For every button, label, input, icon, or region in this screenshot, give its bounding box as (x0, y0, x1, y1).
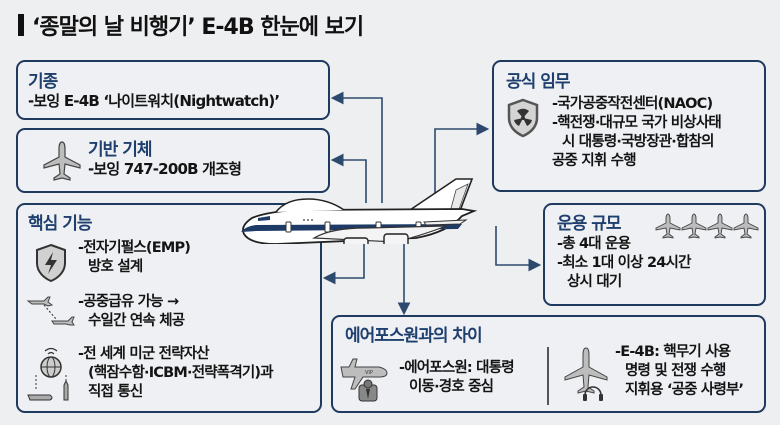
box-official-mission: 공식 임무 -국가공중작전센터(NAOC) -핵전쟁·대규모 국가 비상사태 시… (492, 60, 766, 192)
svg-text:VIP: VIP (365, 370, 373, 376)
global-communication-icon (27, 347, 69, 401)
page-title: ‘종말의 날 비행기’ E-4B 한눈에 보기 (18, 9, 364, 41)
official-mission-line-1: -국가공중작전센터(NAOC) (552, 96, 713, 112)
operation-scale-line-3: 상시 대기 (567, 274, 622, 290)
model-title: 기종 (28, 72, 58, 92)
airplane-icon (43, 141, 81, 181)
lightning-shield-icon (36, 243, 66, 283)
official-mission-line-4: 공중 지휘 수행 (552, 153, 637, 169)
title-marker (18, 14, 24, 36)
command-plane-icon (564, 347, 608, 401)
core-item-3-line-3: 직접 통신 (88, 384, 143, 400)
official-mission-line-3: 시 대통령·국방장관·합참의 (562, 134, 714, 150)
base-airframe-title: 기반 기체 (88, 140, 152, 160)
operation-scale-line-2: -최소 1대 이상 24시간 (557, 255, 691, 271)
four-airplanes-icon (655, 213, 759, 239)
core-item-1-line-2: 방호 설계 (88, 259, 143, 275)
core-item-2-line-1: -공중급유 가능 → (78, 294, 179, 310)
operation-scale-title: 운용 규모 (557, 214, 621, 234)
official-mission-title: 공식 임무 (506, 72, 570, 92)
e4b-airplane-illustration (241, 178, 478, 244)
core-item-3-line-2: (핵잠수함·ICBM·전략폭격기)과 (88, 365, 274, 381)
box-operation-scale: 운용 규모 -총 4대 운용 -최소 1대 이상 24시간 상시 대기 (543, 203, 766, 306)
difference-left-line-2: 이동·경호 중심 (409, 379, 494, 395)
difference-divider (547, 347, 549, 405)
difference-left-line-1: -에어포스원: 대통령 (399, 360, 515, 376)
difference-title: 에어포스원과의 차이 (345, 326, 483, 346)
base-airframe-line: -보잉 747-200B 개조형 (88, 160, 242, 178)
difference-right-line-1: -E-4B: 핵무기 사용 (615, 344, 731, 360)
aerial-refueling-icon (26, 296, 75, 326)
operation-scale-line-1: -총 4대 운용 (557, 236, 631, 252)
model-line: -보잉 E-4B ‘나이트워치(Nightwatch)’ (28, 92, 280, 110)
core-item-1-line-1: -전자기펄스(EMP) (78, 240, 191, 256)
box-base-airframe: 기반 기체 -보잉 747-200B 개조형 (16, 128, 330, 193)
page-title-text: ‘종말의 날 비행기’ E-4B 한눈에 보기 (32, 15, 364, 40)
official-mission-line-2: -핵전쟁·대규모 국가 비상사태 (552, 115, 722, 131)
core-item-2-line-2: 수일간 연속 체공 (88, 313, 185, 329)
box-model: 기종 -보잉 E-4B ‘나이트워치(Nightwatch)’ (16, 60, 330, 120)
difference-right-line-2: 명령 및 전쟁 수행 (625, 363, 726, 379)
radiation-shield-icon (507, 98, 539, 138)
vip-plane-icon: VIP (340, 358, 388, 402)
difference-right-line-3: 지휘용 ‘공중 사령부’ (625, 382, 744, 398)
box-difference: 에어포스원과의 차이 VIP -에어포스원: 대통령 이동·경호 중심 -E-4… (331, 315, 766, 413)
core-functions-title: 핵심 기능 (28, 214, 92, 234)
core-item-3-line-1: -전 세계 미군 전략자산 (78, 346, 210, 362)
